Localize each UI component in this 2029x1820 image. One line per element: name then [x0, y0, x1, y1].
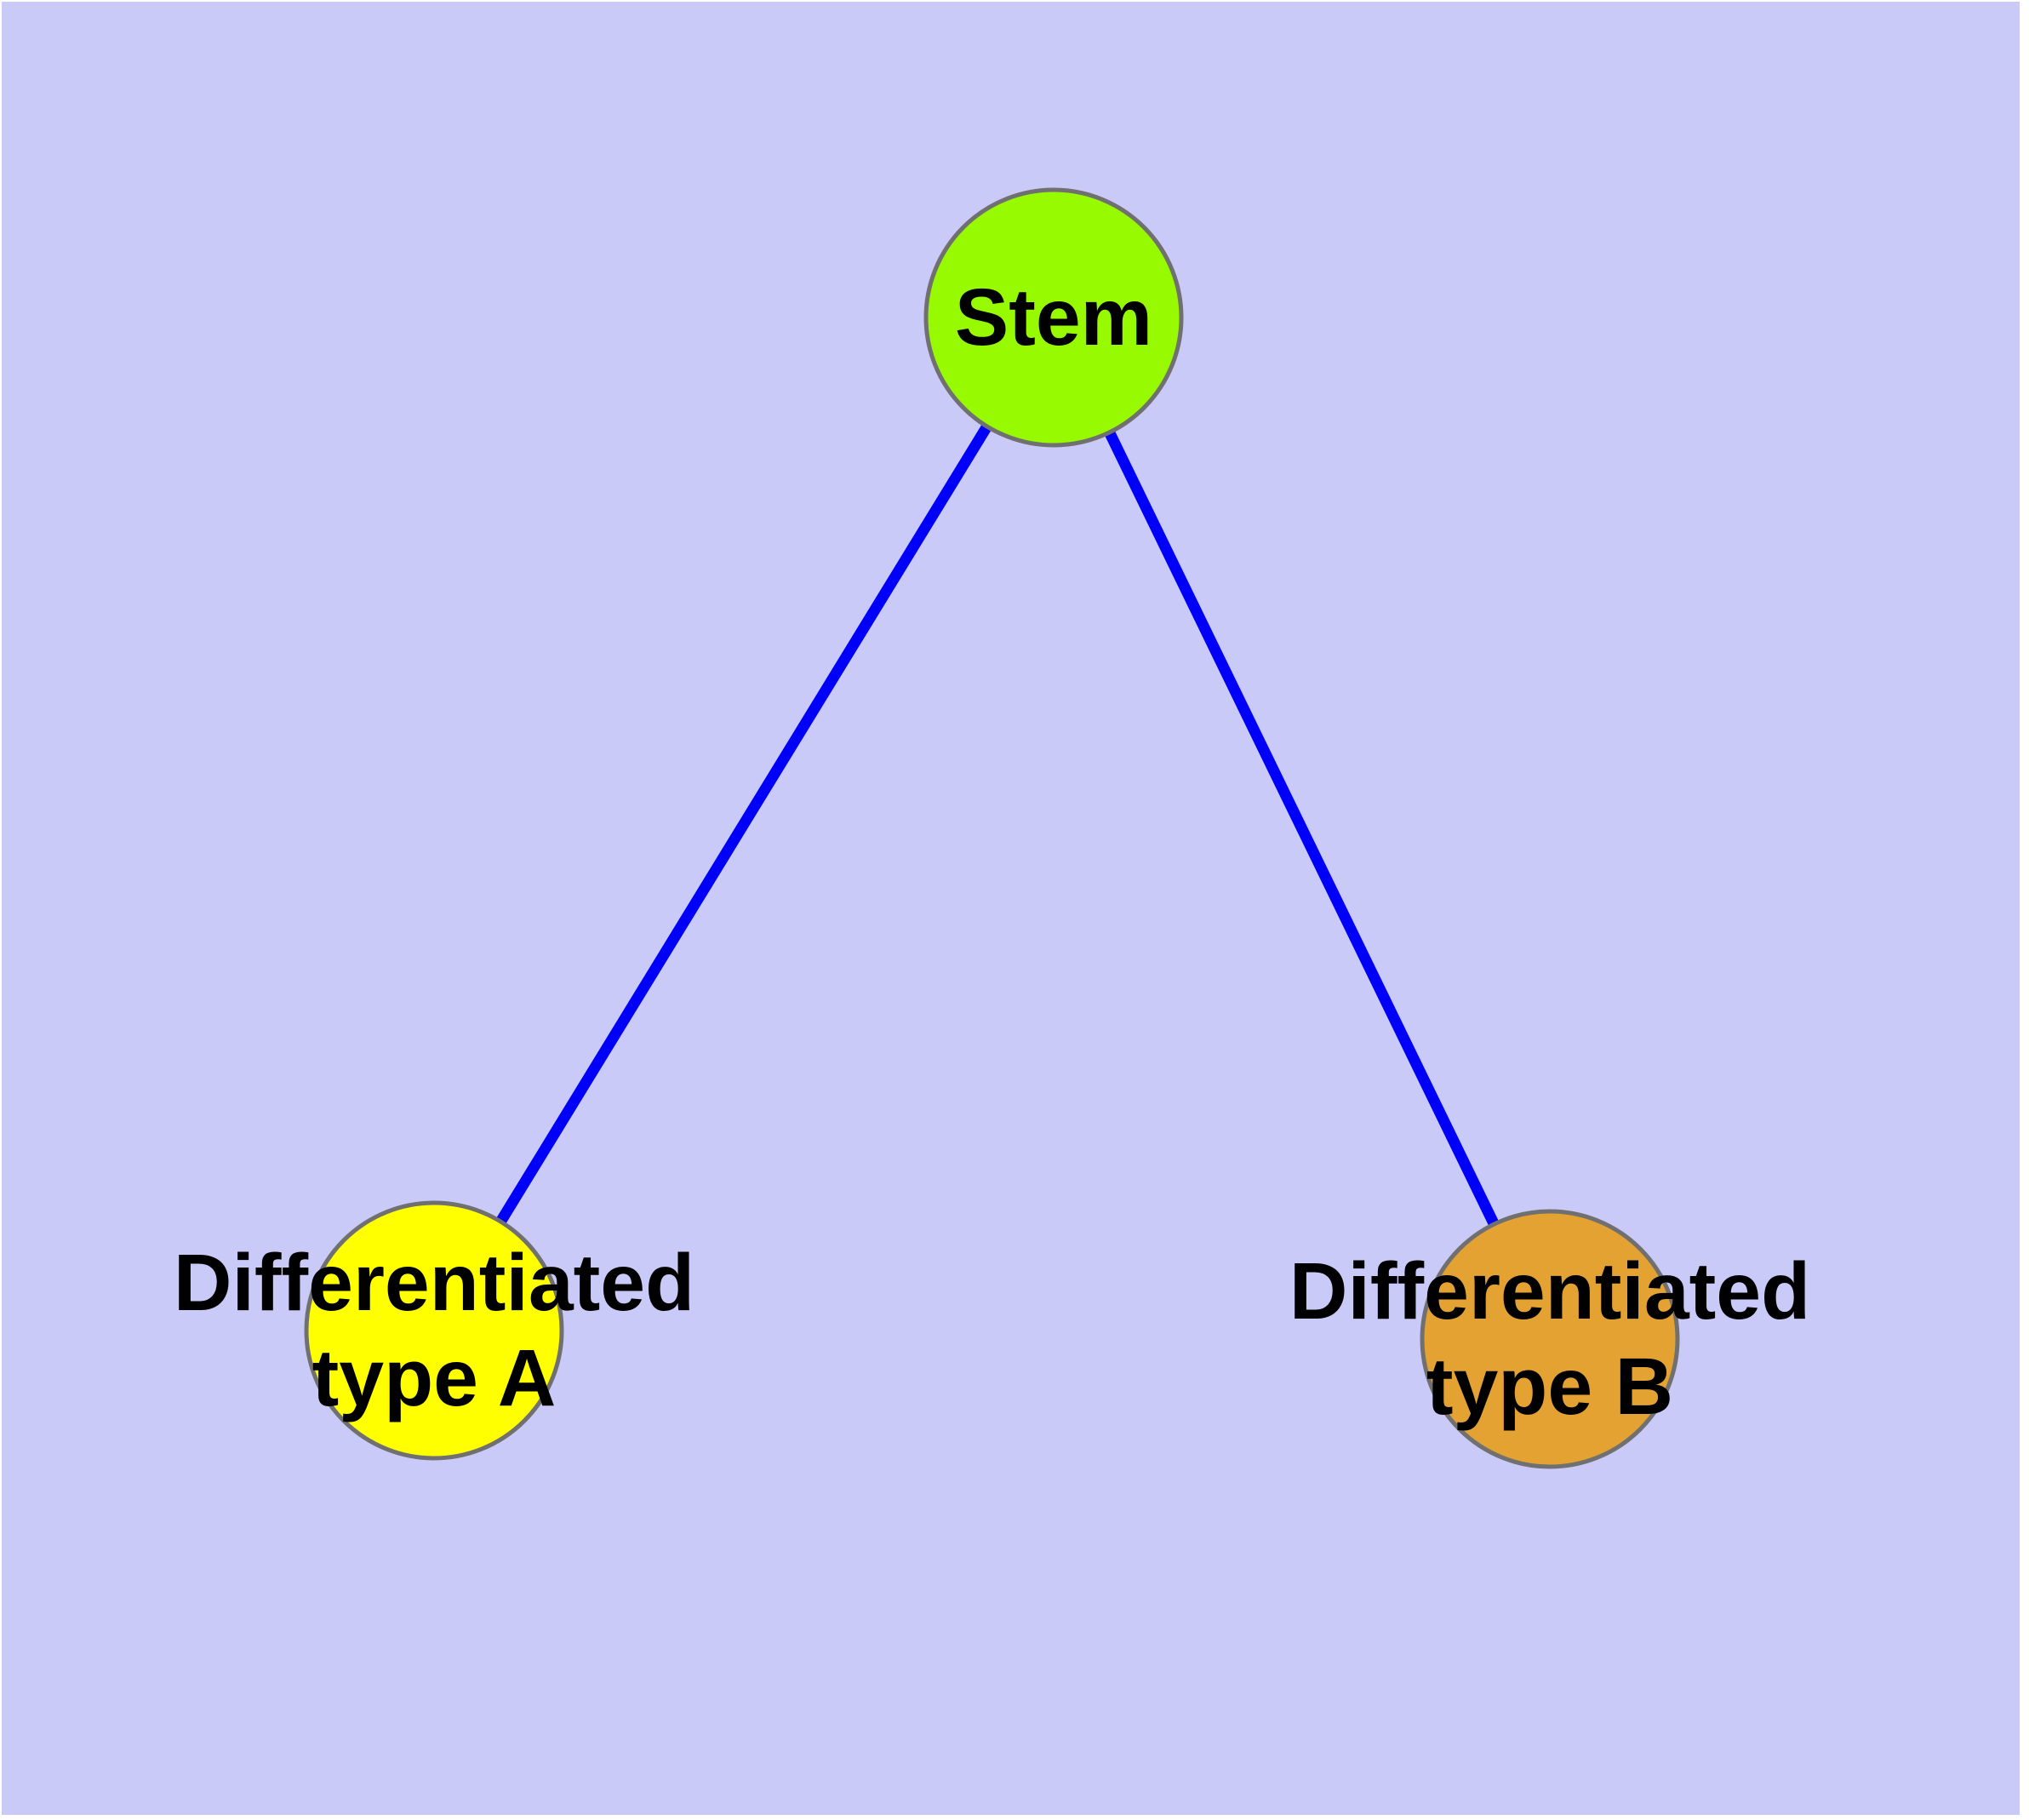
- edge-stem-diff-b: [1049, 315, 1555, 1342]
- node-diff-a: [304, 1200, 564, 1461]
- node-label-stem: Stem: [954, 272, 1153, 363]
- node-diff-b: [1420, 1209, 1680, 1469]
- edge-stem-diff-a: [429, 314, 1059, 1334]
- node-stem: [923, 187, 1184, 448]
- node-label-diff-a: Differentiated type A: [173, 1238, 695, 1423]
- node-label-diff-b: Differentiated type B: [1289, 1246, 1811, 1432]
